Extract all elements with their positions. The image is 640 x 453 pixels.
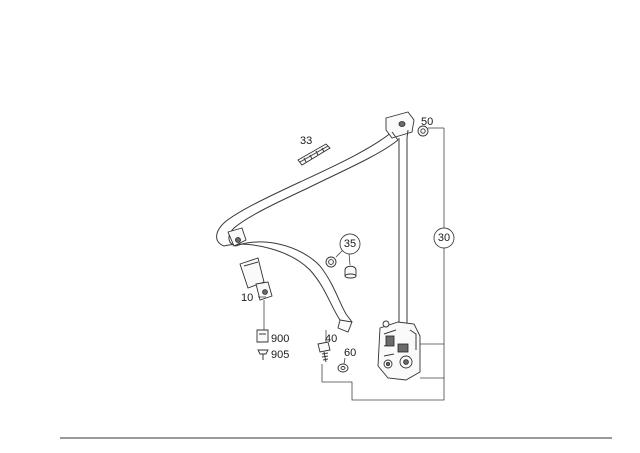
belt-webbing	[216, 131, 399, 333]
nut-cap-part-35	[325, 256, 357, 279]
washer-part-60	[337, 363, 349, 373]
buckle-part-10	[239, 257, 273, 301]
callout-35-circle: 35	[339, 233, 361, 255]
callout-905: 905	[271, 349, 289, 361]
leader-lines	[258, 127, 445, 401]
bolt-part-40	[317, 341, 331, 363]
nut-part-50	[417, 125, 429, 137]
strap-sleeve-part-33	[297, 143, 331, 166]
callout-33: 33	[300, 135, 312, 147]
callout-30-circle: 30	[433, 227, 455, 249]
d-ring-upper-guide	[385, 111, 415, 141]
callout-900: 900	[271, 333, 289, 345]
callout-40: 40	[325, 333, 337, 345]
retractor-part-30	[377, 320, 421, 381]
clip-part-905	[257, 349, 269, 360]
cover-part-900	[256, 329, 269, 343]
callout-10: 10	[241, 292, 253, 304]
callout-35: 35	[344, 238, 356, 250]
vertical-webbing	[398, 138, 408, 330]
callout-60: 60	[344, 347, 356, 359]
belt-loop-anchor	[227, 227, 247, 247]
callout-30: 30	[438, 232, 450, 244]
callout-50: 50	[421, 116, 433, 128]
